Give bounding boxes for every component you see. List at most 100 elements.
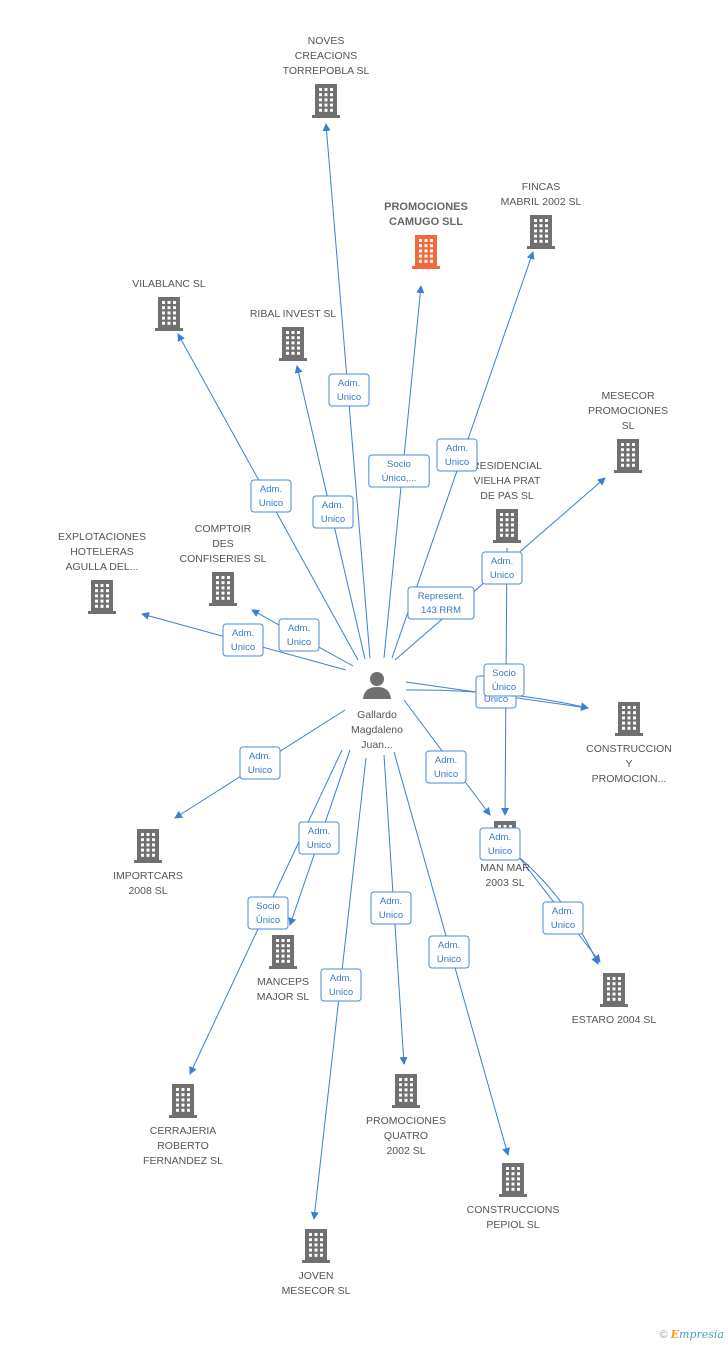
node-label-line: PROMOCIONES	[384, 201, 468, 213]
node-promociones-quatro[interactable]: PROMOCIONES QUATRO 2002 SL	[366, 1074, 446, 1157]
edge-label[interactable]: Adm.Unico	[479, 827, 521, 861]
edge-label-box	[312, 495, 354, 529]
node-label-line: PROMOCIONES	[366, 1115, 446, 1127]
node-label-line: Y	[625, 758, 632, 770]
node-label-line: COMPTOIR	[195, 523, 252, 535]
node-construccion-y[interactable]: CONSTRUCCIONYPROMOCION...	[586, 702, 672, 785]
node-label-line: SL	[622, 420, 635, 432]
node-label-line: AGULLA DEL...	[66, 561, 139, 573]
edge-label-box	[250, 479, 292, 513]
edge-label-text: Unico	[287, 637, 311, 648]
building-icon	[155, 297, 183, 331]
edge-label[interactable]: Adm.Unico	[320, 968, 362, 1002]
node-person[interactable]: GallardoMagdalenoJuan...	[351, 672, 403, 751]
edge-label[interactable]: Adm.Unico	[425, 750, 467, 784]
building-icon	[279, 327, 307, 361]
node-ribal[interactable]: RIBAL INVEST SL	[250, 308, 337, 361]
node-label-line: Magdaleno	[351, 724, 403, 736]
edge-label[interactable]: SocioÚnico,...	[368, 454, 430, 488]
node-label: VILABLANC SL	[132, 278, 206, 290]
edge-label-text: Unico	[437, 954, 461, 965]
edge-label-box	[298, 821, 340, 855]
node-label-line: VILABLANC SL	[132, 278, 206, 290]
node-label-line: CONFISERIES SL	[180, 553, 267, 565]
building-icon	[209, 572, 237, 606]
edge-label-text: Unico	[248, 765, 272, 776]
edge-label-text: Unico	[259, 498, 283, 509]
edge-label[interactable]: Adm. Unico	[239, 746, 281, 780]
node-label-line: IMPORTCARS	[113, 870, 183, 882]
edge-label-text: Unico	[445, 457, 469, 468]
node-label-line: JOVEN	[298, 1270, 333, 1282]
edge-label[interactable]: Adm.Unico	[250, 479, 292, 513]
edge-label-text: Adm.	[446, 443, 468, 454]
edge-label-text: Adm.	[489, 832, 511, 843]
node-label-line: CREACIONS	[295, 50, 357, 62]
building-icon	[134, 829, 162, 863]
building-icon	[600, 973, 628, 1007]
node-label-line: MESECOR	[601, 390, 655, 402]
node-label-line: RIBAL INVEST SL	[250, 308, 337, 320]
edge-label-text: Unico	[337, 392, 361, 403]
edge-label-box	[483, 663, 525, 697]
node-label-line: RESIDENCIAL	[472, 460, 542, 472]
edge-label-text: Único	[256, 915, 280, 926]
building-icon	[412, 235, 440, 269]
edge-label[interactable]: Adm.Unico	[298, 821, 340, 855]
edge-label[interactable]: Adm.Unico	[370, 891, 412, 925]
edge-label[interactable]: Adm.Unico	[278, 618, 320, 652]
edge-label-text: Adm.	[249, 751, 271, 762]
edge-label-box	[239, 746, 281, 780]
building-icon	[312, 84, 340, 118]
edge-label-text: Adm.	[308, 826, 330, 837]
edge-label[interactable]: Adm.Unico	[542, 901, 584, 935]
edge-label[interactable]: Adm.Unico	[428, 935, 470, 969]
node-comptoir[interactable]: COMPTOIR DES CONFISERIES SL	[180, 523, 267, 606]
edge-label[interactable]: Adm.Unico	[481, 551, 523, 585]
node-estaro[interactable]: ESTARO 2004 SL	[572, 973, 657, 1026]
edge-label-box	[278, 618, 320, 652]
node-label-line: ESTARO 2004 SL	[572, 1014, 657, 1026]
node-label-line: HOTELERAS	[70, 546, 134, 558]
node-label: ESTARO 2004 SL	[572, 1014, 657, 1026]
edge-label[interactable]: Adm. Unico	[436, 438, 478, 472]
node-label-line: 2002 SL	[386, 1145, 425, 1157]
edge-label-text: Adm.	[435, 755, 457, 766]
node-label-line: Juan...	[361, 739, 393, 751]
node-label-line: PEPIOL SL	[486, 1219, 539, 1231]
building-icon	[614, 439, 642, 473]
building-icon	[302, 1229, 330, 1263]
node-label-line: DES	[212, 538, 234, 550]
edge-label-text: 143 RRM	[421, 605, 461, 616]
node-vilablanc[interactable]: VILABLANC SL	[132, 278, 206, 331]
edge-label[interactable]: Represent.143 RRM	[407, 586, 475, 620]
node-label: CONSTRUCCIONYPROMOCION...	[586, 743, 672, 785]
edge-label[interactable]: Adm.Unico	[222, 623, 264, 657]
edge-label[interactable]: Adm.Unico	[312, 495, 354, 529]
footer-brand[interactable]: © Empresia	[659, 1328, 724, 1341]
node-label-line: QUATRO	[384, 1130, 428, 1142]
edge-label-box	[425, 750, 467, 784]
edge-label-text: Adm.	[322, 500, 344, 511]
edge-label[interactable]: Adm.Unico	[328, 373, 370, 407]
edge-label-box	[428, 935, 470, 969]
